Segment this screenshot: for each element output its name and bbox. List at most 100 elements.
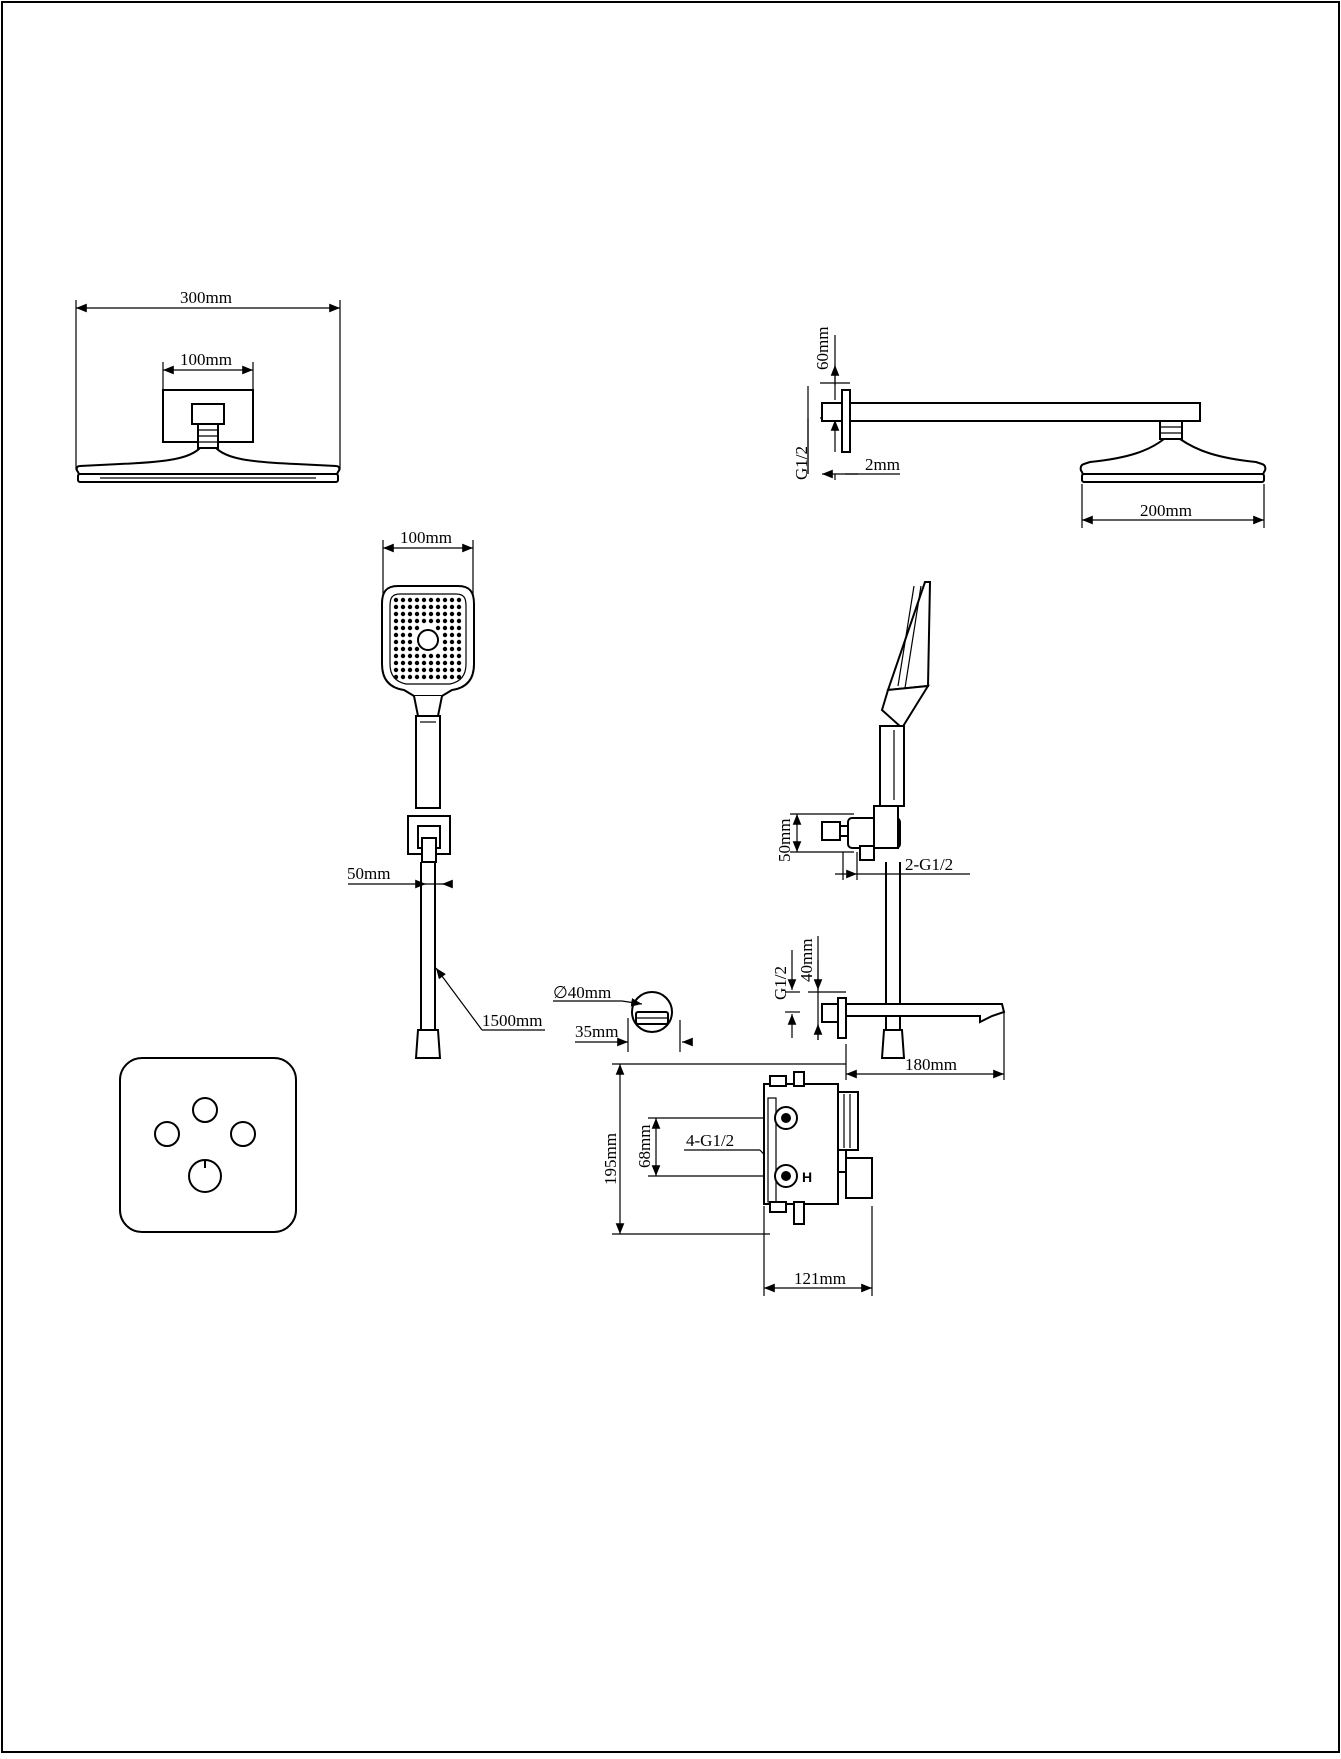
function-button-right <box>230 1121 256 1147</box>
nozzle-dot <box>449 604 455 610</box>
nozzle-dot <box>407 639 413 645</box>
concealed-valve-body: 195mm 68mm 4-G1/2 H 121mm <box>601 1063 873 1296</box>
nozzle-dot <box>442 597 448 603</box>
nozzle-dot <box>414 660 420 666</box>
hose-end-fitting <box>414 1029 442 1059</box>
nozzle-dot <box>400 604 406 610</box>
hose-side-fitting <box>880 1029 906 1059</box>
control-faceplate <box>119 1057 297 1233</box>
nozzle-dot <box>407 611 413 617</box>
nozzle-dot <box>414 653 420 659</box>
spout-thread-label: G1/2 <box>771 966 790 1000</box>
nozzle-dot <box>421 618 427 624</box>
rain-side-width-label: 200mm <box>1140 501 1192 520</box>
nozzle-dot <box>393 625 399 631</box>
spout-flange <box>837 997 847 1039</box>
nozzle-dot <box>393 611 399 617</box>
nozzle-dot <box>435 618 441 624</box>
nozzle-dot <box>393 674 399 680</box>
nozzle-dot <box>428 667 434 673</box>
handset-side-neck <box>880 684 930 730</box>
nozzle-dot <box>435 667 441 673</box>
nozzle-dot <box>442 632 448 638</box>
holder-side-inlet <box>821 821 841 841</box>
nozzle-dot <box>400 632 406 638</box>
nozzle-dot <box>456 625 462 631</box>
nozzle-dot <box>442 667 448 673</box>
nozzle-dot <box>400 639 406 645</box>
nozzle-dot <box>421 653 427 659</box>
holder-thread-label: 2-G1/2 <box>905 855 953 874</box>
function-button-left <box>154 1121 180 1147</box>
handset-spray-face <box>389 593 467 685</box>
nozzle-dot <box>414 646 420 652</box>
nozzle-dot <box>449 660 455 666</box>
hand-shower-side-view: 50mm 2-G1/2 G1/2 40mm 180mm <box>771 581 1006 1080</box>
nozzle-dot <box>449 653 455 659</box>
nozzle-dot <box>400 674 406 680</box>
nozzle-dot <box>435 653 441 659</box>
nozzle-dot <box>393 604 399 610</box>
valve-stem <box>845 1157 873 1199</box>
arm-thread-label: G1/2 <box>792 446 811 480</box>
handset-handle <box>415 715 441 809</box>
nozzle-dot <box>456 611 462 617</box>
nozzle-dot <box>414 667 420 673</box>
nozzle-dot <box>421 604 427 610</box>
nozzle-dot <box>400 625 406 631</box>
nozzle-dot <box>449 674 455 680</box>
nozzle-dot <box>414 604 420 610</box>
nozzle-dot <box>407 653 413 659</box>
arm-connector <box>191 403 225 425</box>
shower-arm <box>849 402 1201 422</box>
spout-body <box>845 1003 1006 1024</box>
holder-height-right-label: 50mm <box>775 819 794 862</box>
arm-gap-label: 2mm <box>865 455 900 474</box>
nozzle-dot <box>428 618 434 624</box>
nozzle-dot <box>456 653 462 659</box>
nozzle-dot <box>414 618 420 624</box>
nozzle-dot <box>407 646 413 652</box>
nozzle-dot <box>442 625 448 631</box>
nozzle-dot <box>393 646 399 652</box>
wall-outlet-circle <box>631 991 673 1033</box>
nozzle-dot <box>414 625 420 631</box>
nozzle-dot <box>400 597 406 603</box>
nozzle-dot <box>449 639 455 645</box>
valve-inlet-spacing-label: 68mm <box>635 1125 654 1168</box>
handset-side-head <box>886 581 932 692</box>
nozzle-dot <box>421 667 427 673</box>
nozzle-dot <box>393 667 399 673</box>
nozzle-dot <box>428 597 434 603</box>
rain-head-side-profile <box>1079 438 1267 478</box>
arm-flange <box>841 389 851 453</box>
nozzle-dot <box>407 618 413 624</box>
nozzle-dot <box>442 639 448 645</box>
nozzle-dot <box>393 618 399 624</box>
rain-head-profile <box>75 447 341 477</box>
hand-shower-front-view: 100mm 50mm 1500mm <box>347 528 545 1059</box>
nozzle-dot <box>414 597 420 603</box>
nozzle-dot <box>442 653 448 659</box>
nozzle-dot <box>407 597 413 603</box>
rain-shower-front-view: 300mm 100mm <box>75 288 341 483</box>
handset-width-label: 100mm <box>400 528 452 547</box>
nozzle-dot <box>456 667 462 673</box>
valve-housing <box>763 1083 839 1205</box>
spout-inlet <box>821 1003 839 1023</box>
faceplate-outline <box>119 1057 297 1233</box>
nozzle-dot <box>428 653 434 659</box>
nozzle-dot <box>456 597 462 603</box>
valve-hot-marker: H <box>802 1169 812 1185</box>
center-nozzle <box>417 629 439 651</box>
nozzle-dot <box>442 611 448 617</box>
nozzle-dot <box>407 667 413 673</box>
rain-width-label: 300mm <box>180 288 232 307</box>
rain-shower-side-view: 60mm G1/2 2mm 200mm <box>792 327 1267 528</box>
holder-height-left-label: 50mm <box>347 864 390 883</box>
valve-threads-label: 4-G1/2 <box>686 1131 734 1150</box>
nozzle-dot <box>435 604 441 610</box>
